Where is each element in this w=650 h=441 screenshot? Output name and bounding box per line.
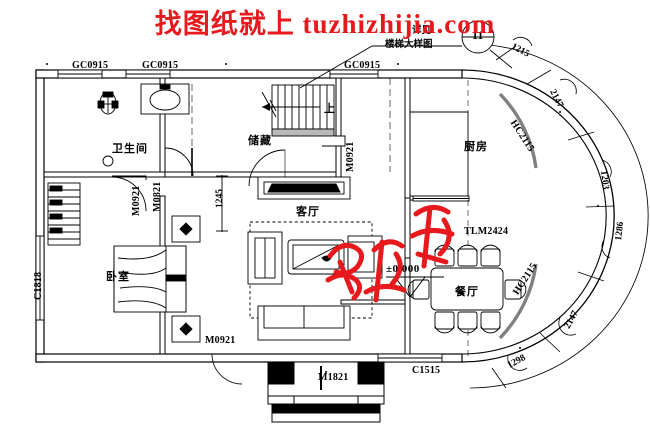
- dimension-1245: 1245: [215, 189, 225, 208]
- elevation-marker-label: ±0.000: [386, 263, 420, 275]
- opening-label-m0821-bathroom: M0821: [152, 181, 163, 212]
- stair-direction-label: 上: [324, 102, 335, 115]
- opening-label-c1515: C1515: [412, 365, 441, 376]
- room-label-dining-room: 餐厅: [455, 285, 479, 298]
- detail-reference-number: 11: [472, 28, 484, 42]
- room-label-kitchen: 厨房: [464, 140, 488, 153]
- room-label-bedroom: 卧室: [106, 270, 130, 283]
- opening-label-m0921-bedroom-bottom: M0921: [205, 335, 236, 346]
- opening-label-m0921-storage: M0921: [345, 141, 356, 172]
- opening-label-c1818: C1818: [33, 271, 44, 300]
- room-label-living-room: 客厅: [296, 205, 320, 218]
- stair-detail-callout-line2: 楼梯大样图: [385, 39, 433, 50]
- stair-detail-callout-line1: 详见: [412, 25, 432, 36]
- opening-label-gc0915-mid: GC0915: [142, 60, 179, 71]
- dimension-1203: 1203: [598, 170, 611, 191]
- opening-label-gc0915-right: GC0915: [344, 60, 381, 71]
- opening-label-tlm2424: TLM2424: [464, 226, 509, 237]
- room-label-storage: 储藏: [248, 134, 272, 147]
- opening-label-m0921-bathroom: M0921: [131, 185, 142, 216]
- opening-label-gc0915-left: GC0915: [72, 60, 109, 71]
- opening-label-m1821-entrance: M1821: [318, 372, 349, 383]
- room-label-bathroom: 卫生间: [112, 142, 148, 155]
